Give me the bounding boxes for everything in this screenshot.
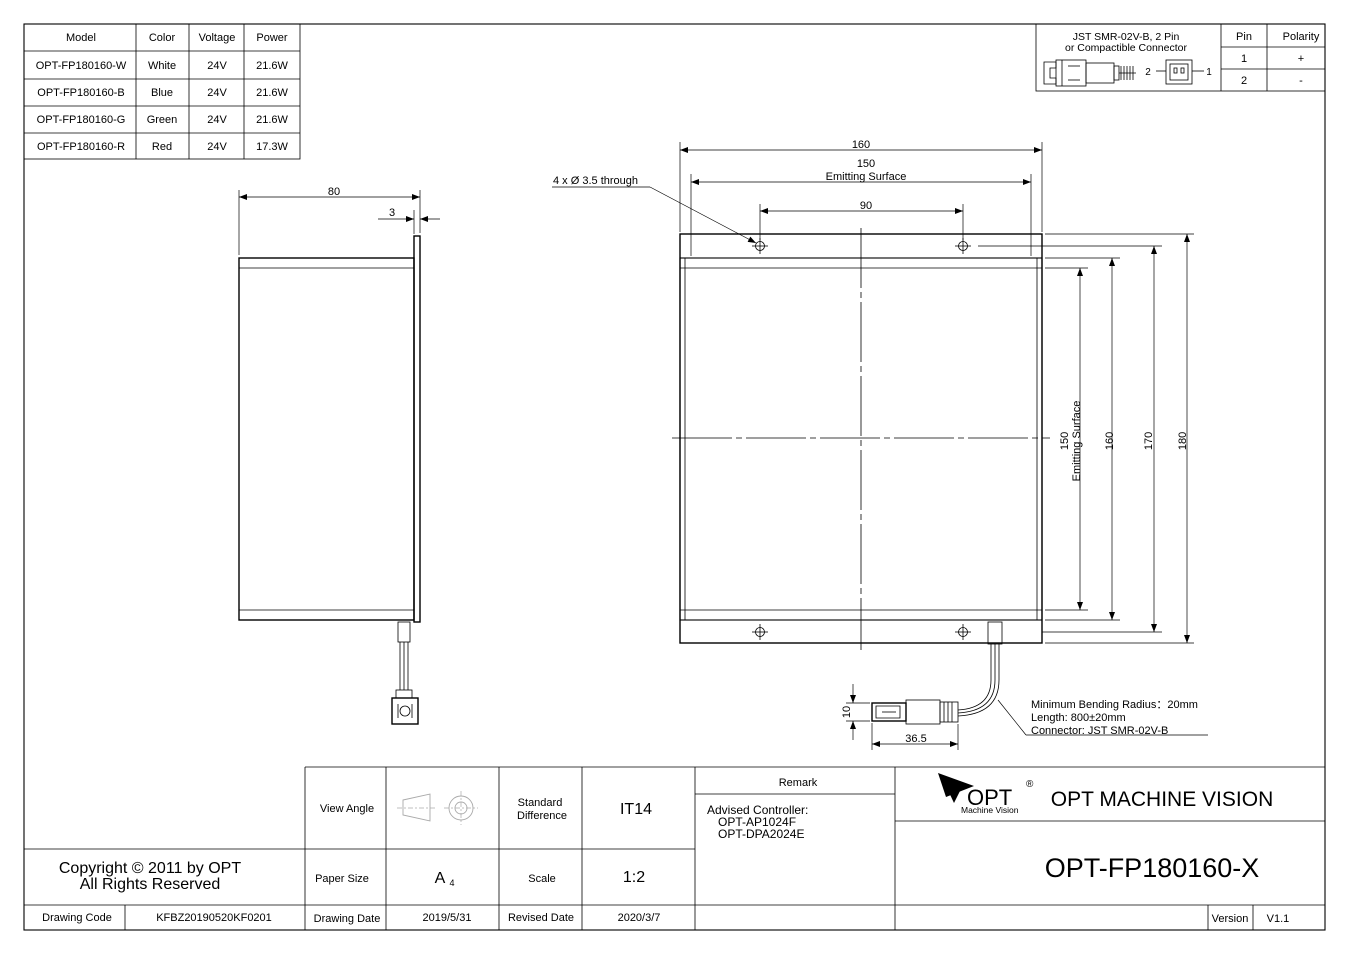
spec-header-model: Model	[66, 32, 96, 44]
spec-header-voltage: Voltage	[199, 32, 236, 44]
spec-cell: OPT-FP180160-B	[37, 87, 124, 99]
connector-title-line1: JST SMR-02V-B, 2 Pin	[1073, 31, 1180, 43]
spec-cell: Red	[152, 141, 172, 153]
spec-cell: 24V	[207, 141, 227, 153]
cable-note-connector: Connector: JST SMR-02V-B	[1031, 725, 1168, 737]
spec-header-color: Color	[149, 32, 176, 44]
front-dim-160: 160	[1104, 432, 1116, 450]
spec-header-power: Power	[256, 32, 288, 44]
mounting-hole	[752, 238, 768, 254]
spec-cell: 21.6W	[256, 87, 288, 99]
cable-note-length: Length: 800±20mm	[1031, 712, 1126, 724]
spec-cell: Blue	[151, 87, 173, 99]
connector-side-sketch	[1043, 59, 1136, 87]
spec-cell: 21.6W	[256, 60, 288, 72]
side-view: 80 3	[238, 186, 440, 725]
connector-pin-1-label: 1	[1206, 67, 1212, 78]
drawing-date-value: 2019/5/31	[423, 912, 472, 924]
spec-cell: 24V	[207, 60, 227, 72]
front-dim-emit-height: 150	[1059, 432, 1071, 450]
remark-line2: OPT-AP1024F	[718, 815, 796, 829]
logo-registered: ®	[1026, 779, 1034, 790]
spec-cell: Green	[147, 114, 178, 126]
front-dim-connector-height: 10	[841, 706, 853, 718]
copyright-line1: Copyright © 2011 by OPT	[59, 860, 241, 877]
company-name: OPT MACHINE VISION	[1051, 788, 1273, 811]
standard-difference-label-1: Standard	[518, 797, 563, 809]
version-value: V1.1	[1267, 913, 1290, 925]
view-angle-label: View Angle	[320, 803, 374, 815]
front-dim-connector-length: 36.5	[905, 733, 926, 745]
mounting-hole	[752, 624, 768, 640]
cable-note-bending-radius: Minimum Bending Radius：20mm	[1031, 699, 1198, 711]
connector-front-sketch: 2 1	[1145, 59, 1212, 85]
connector-pin-2-label: 2	[1145, 67, 1151, 78]
polarity-header: Polarity	[1283, 31, 1320, 43]
logo-text: OPT	[967, 785, 1012, 810]
side-dim-thickness: 3	[389, 207, 395, 219]
pin-cell: 2	[1241, 75, 1247, 87]
part-number: OPT-FP180160-X	[1045, 853, 1260, 883]
connector-pin-box: JST SMR-02V-B, 2 Pin or Compactible Conn…	[1035, 23, 1326, 92]
spec-cell: OPT-FP180160-W	[36, 60, 127, 72]
front-view: 160 150 Emitting Surface 90 4 x Ø 3.5 th…	[552, 139, 1208, 750]
drawing-code-value: KFBZ20190520KF0201	[156, 912, 272, 924]
front-dim-emit-width-caption: Emitting Surface	[826, 171, 907, 183]
cable-and-connector	[871, 621, 1003, 725]
hole-note: 4 x Ø 3.5 through	[553, 175, 638, 187]
connector-title-line2: or Compactible Connector	[1065, 42, 1187, 54]
front-dim-emit-height-caption: Emitting Surface	[1071, 401, 1083, 482]
title-block: Copyright © 2011 by OPT All Rights Reser…	[24, 766, 1325, 930]
copyright-line2: All Rights Reserved	[80, 876, 221, 893]
standard-difference-label-2: Difference	[517, 810, 567, 822]
spec-cell: 24V	[207, 87, 227, 99]
front-dim-hole-spacing: 90	[860, 200, 872, 212]
front-dim-total-width: 160	[852, 139, 870, 151]
remark-line1: Advised Controller:	[707, 803, 808, 817]
mounting-hole	[955, 238, 971, 254]
spec-cell: 21.6W	[256, 114, 288, 126]
pin-header: Pin	[1236, 31, 1252, 43]
spec-table: Model Color Voltage Power OPT-FP180160-W…	[23, 23, 301, 160]
paper-size-label: Paper Size	[315, 873, 369, 885]
spec-cell: White	[148, 60, 176, 72]
revised-date-value: 2020/3/7	[618, 912, 661, 924]
mounting-hole	[955, 624, 971, 640]
opt-logo: OPT ® Machine Vision	[938, 773, 1034, 815]
scale-label: Scale	[528, 873, 556, 885]
standard-difference-value: IT14	[620, 801, 652, 818]
first-angle-projection-icon	[397, 791, 478, 825]
side-dim-width: 80	[328, 186, 340, 198]
revised-date-label: Revised Date	[508, 912, 574, 924]
front-dim-170: 170	[1143, 432, 1155, 450]
scale-value: 1:2	[623, 869, 645, 886]
remark-line3: OPT-DPA2024E	[718, 827, 804, 841]
version-label: Version	[1212, 913, 1249, 925]
polarity-cell: -	[1299, 75, 1303, 87]
pin-cell: 1	[1241, 53, 1247, 65]
front-dim-180: 180	[1177, 432, 1189, 450]
paper-size-value: A	[435, 870, 446, 887]
spec-cell: 17.3W	[256, 141, 288, 153]
logo-sub: Machine Vision	[961, 805, 1019, 815]
spec-cell: 24V	[207, 114, 227, 126]
remark-label: Remark	[779, 777, 818, 789]
polarity-cell: +	[1298, 53, 1304, 65]
drawing-code-label: Drawing Code	[42, 912, 112, 924]
paper-size-sub: 4	[449, 878, 454, 888]
front-dim-emit-width: 150	[857, 158, 875, 170]
spec-cell: OPT-FP180160-G	[37, 114, 126, 126]
drawing-date-label: Drawing Date	[314, 913, 381, 925]
spec-cell: OPT-FP180160-R	[37, 141, 125, 153]
sheet-border	[23, 23, 1326, 931]
